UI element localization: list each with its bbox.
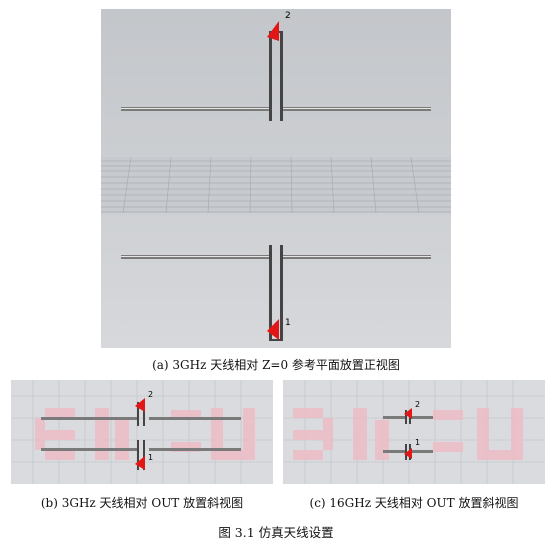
panel-a-port-1-label: 1 (285, 318, 291, 328)
panel-b-port-1-label: 1 (148, 453, 154, 462)
panel-b-caption: (b) 3GHz 天线相对 OUT 放置斜视图 (40, 496, 244, 510)
panel-a-caption: (a) 3GHz 天线相对 Z=0 参考平面放置正视图 (152, 358, 400, 372)
reference-plane-grid (101, 156, 451, 214)
panel-a-port-2-label: 2 (285, 11, 291, 21)
panel-a-drawing (101, 9, 451, 348)
antenna-lower (121, 245, 431, 341)
port-2-marker-b (135, 398, 145, 412)
panel-a-viewport: 2 1 (101, 9, 451, 348)
watermark-pattern-c (293, 408, 523, 460)
port-1-marker (267, 319, 279, 340)
panel-c-drawing (283, 380, 545, 484)
panel-b-drawing (11, 380, 273, 484)
panel-b-viewport: 2 1 (11, 380, 273, 484)
port-2-marker (267, 21, 279, 41)
port-2-marker-c (404, 408, 412, 419)
panel-b-port-2-label: 2 (148, 390, 154, 399)
antenna-b-upper (41, 402, 241, 426)
panel-c-viewport: 2 1 (283, 380, 545, 484)
panel-c-port-1-label: 1 (415, 438, 421, 447)
antenna-b-lower (41, 440, 241, 470)
figure-caption: 图 3.1 仿真天线设置 (218, 525, 334, 540)
watermark-pattern (35, 408, 255, 460)
port-1-marker-c (404, 448, 412, 459)
port-1-marker-b (135, 456, 145, 470)
panel-c-port-2-label: 2 (415, 400, 421, 409)
panel-c-caption: (c) 16GHz 天线相对 OUT 放置斜视图 (309, 496, 519, 510)
